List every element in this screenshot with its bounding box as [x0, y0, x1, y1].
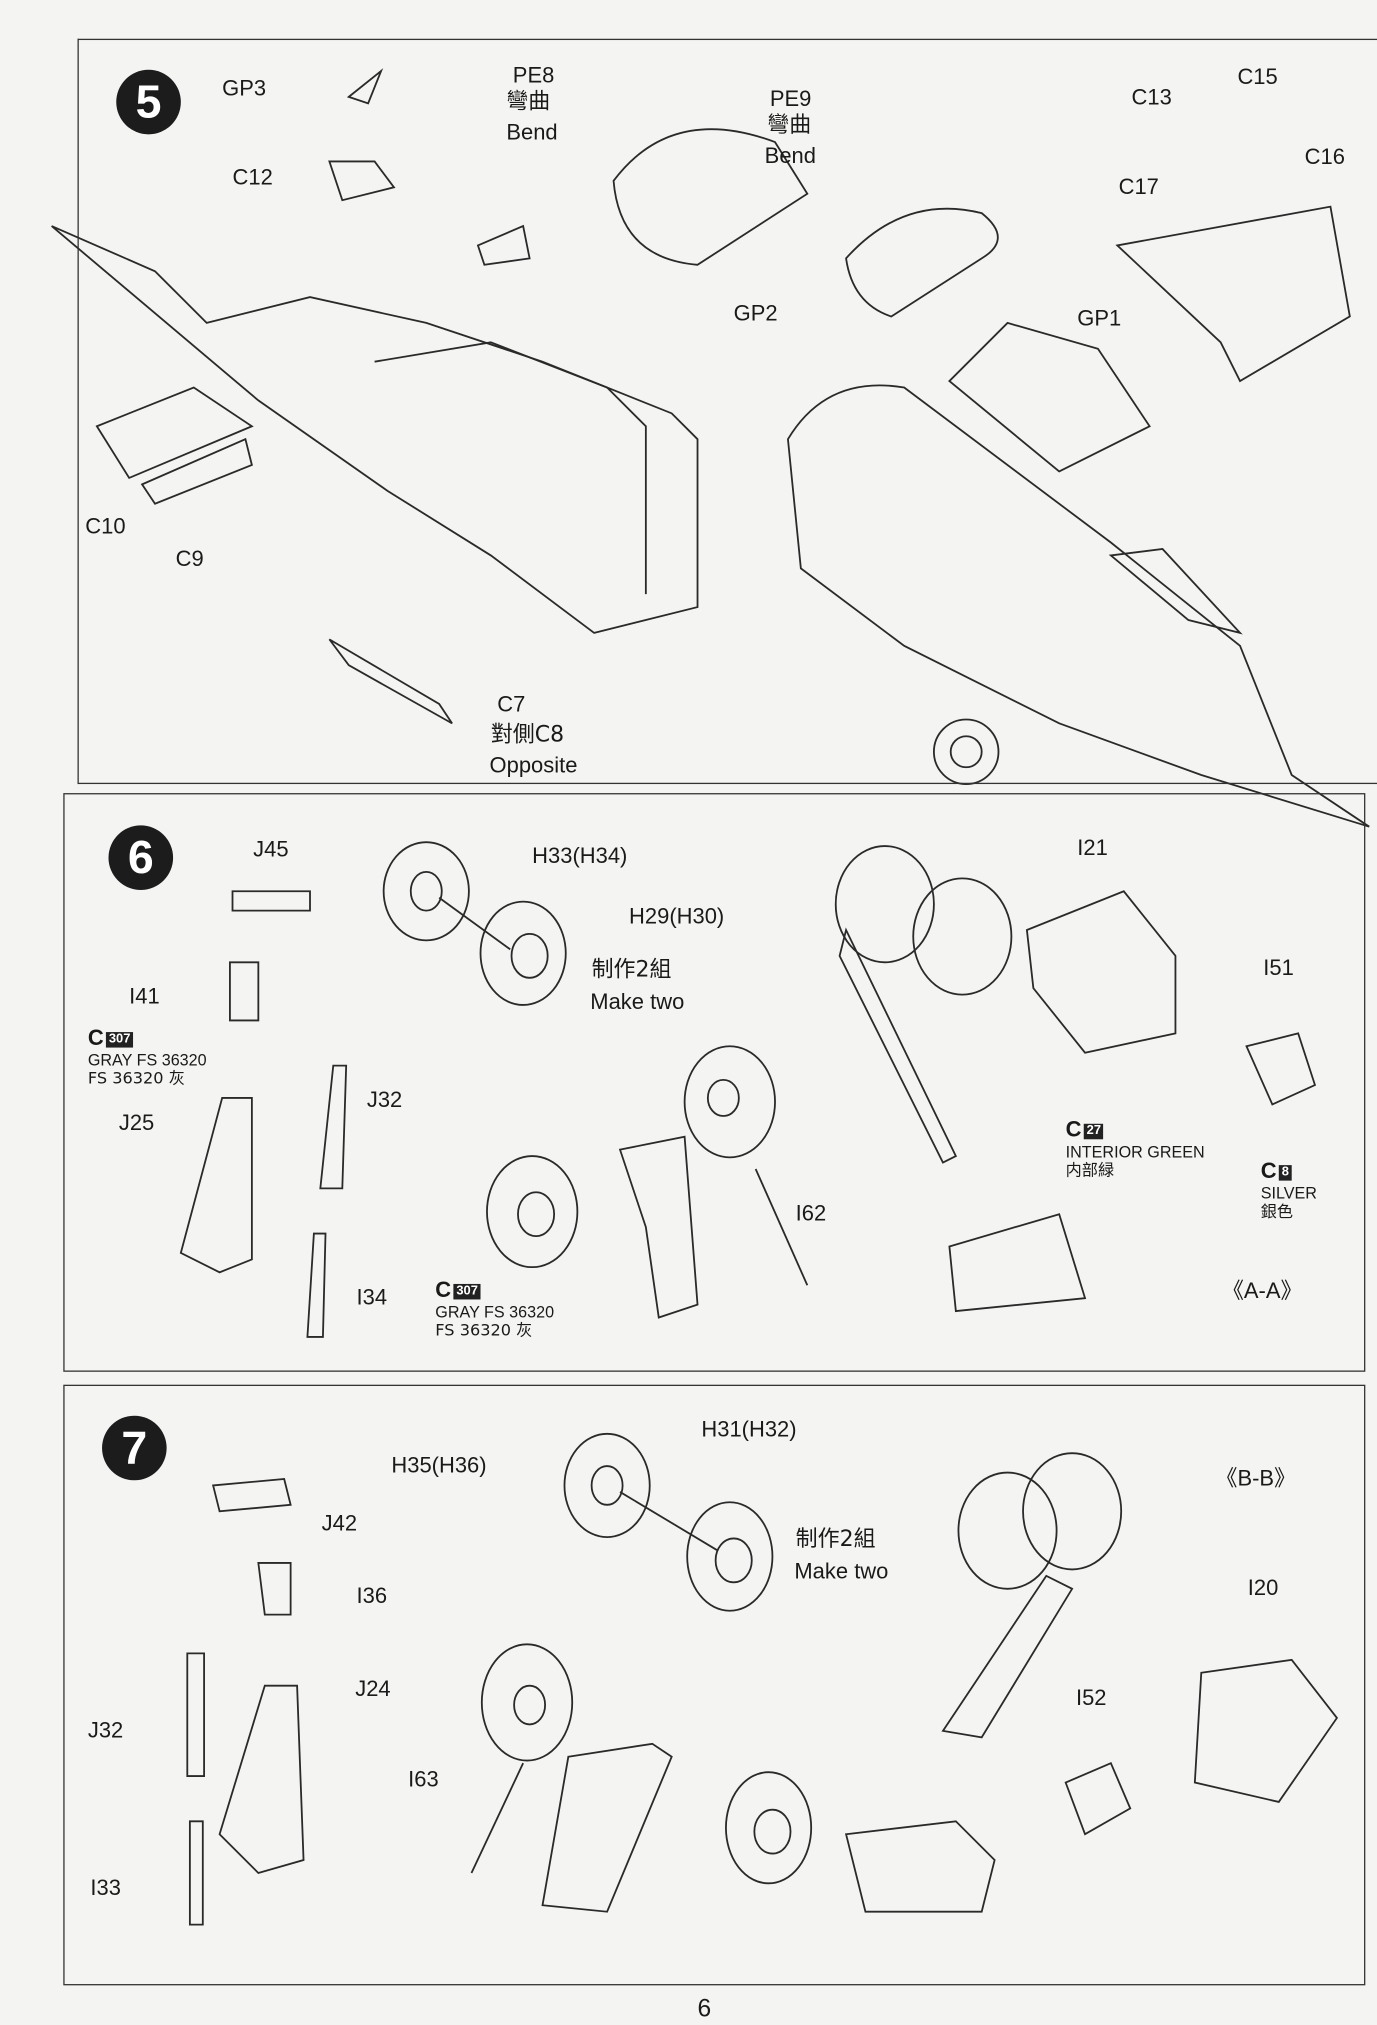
section-label-b-b: 《B-B》	[1215, 1466, 1297, 1491]
paint-prefix: C	[1065, 1117, 1082, 1142]
part-label-j45: J45	[253, 837, 289, 862]
part-label-h29: H29(H30)	[629, 904, 725, 929]
paint-name: SILVER	[1260, 1183, 1317, 1202]
paint-name-cn: FS 36320 灰	[435, 1320, 533, 1340]
paint-name: INTERIOR GREEN	[1065, 1142, 1205, 1161]
paint-prefix: C	[87, 1025, 104, 1051]
make-two-note-cn: 制作2組	[795, 1526, 876, 1553]
part-label-i62: I62	[795, 1201, 827, 1226]
part-label-i21: I21	[1077, 835, 1108, 861]
paint-prefix: C	[1260, 1158, 1277, 1184]
part-label-gp2: GP2	[733, 300, 778, 326]
opposite-note-cn: 對側C8	[490, 722, 565, 748]
paint-name-cn: FS 36320 灰	[87, 1068, 185, 1088]
part-label-i63: I63	[408, 1767, 439, 1792]
part-label-i33: I33	[90, 1875, 121, 1901]
part-label-i36: I36	[356, 1583, 388, 1609]
make-two-note: Make two	[794, 1559, 889, 1584]
part-label-i34: I34	[356, 1285, 388, 1310]
step-number-7: 7	[102, 1415, 167, 1481]
paint-code: 8	[1279, 1165, 1292, 1180]
paint-code: 307	[106, 1032, 134, 1047]
part-label-j32: J32	[87, 1717, 124, 1743]
opposite-note: Opposite	[489, 753, 578, 778]
part-label-i41: I41	[129, 984, 160, 1009]
fuselage-drawing-right	[787, 384, 1370, 828]
part-label-h35: H35(H36)	[391, 1453, 487, 1478]
part-label-i52: I52	[1075, 1685, 1107, 1711]
part-label-h33: H33(H34)	[532, 843, 628, 869]
nose-gear-parts-step6	[179, 841, 1317, 1338]
part-label-j42: J42	[321, 1511, 358, 1536]
part-label-j24: J24	[355, 1676, 391, 1702]
part-label-h31: H31(H32)	[701, 1416, 797, 1442]
part-label-pe9: PE9	[769, 86, 812, 112]
step-5-panel	[77, 38, 1377, 785]
part-label-gp3: GP3	[222, 76, 267, 101]
paint-name-cn: 内部緑	[1065, 1159, 1115, 1180]
paint-prefix: C	[435, 1277, 452, 1303]
page-number: 6	[697, 1995, 712, 2023]
part-label-c10: C10	[85, 514, 126, 539]
part-label-i20: I20	[1247, 1575, 1279, 1601]
part-label-j32: J32	[366, 1087, 403, 1113]
fuselage-drawing-left	[51, 68, 699, 725]
step-6-panel	[63, 793, 1366, 1372]
part-label-c17: C17	[1118, 174, 1159, 199]
bend-note-cn: 彎曲	[767, 112, 812, 139]
bend-note: Bend	[506, 120, 558, 145]
part-label-gp1: GP1	[1077, 306, 1122, 331]
paint-name: GRAY FS 36320	[435, 1302, 555, 1321]
paint-name-cn: 銀色	[1260, 1201, 1294, 1221]
paint-code: 307	[453, 1283, 481, 1299]
make-two-note-cn: 制作2組	[591, 957, 672, 983]
step-number-6: 6	[108, 825, 174, 890]
part-label-pe8: PE8	[512, 63, 555, 88]
paint-name: GRAY FS 36320	[87, 1050, 207, 1069]
part-label-j25: J25	[118, 1110, 155, 1136]
bend-note: Bend	[764, 143, 816, 168]
part-label-c7: C7	[497, 692, 526, 717]
part-label-i51: I51	[1263, 955, 1294, 981]
part-label-c9: C9	[175, 546, 204, 571]
step-7-panel	[63, 1384, 1366, 1986]
make-two-note: Make two	[590, 989, 685, 1014]
section-label-a-a: 《A-A》	[1221, 1278, 1303, 1304]
bend-note-cn: 彎曲	[506, 89, 551, 115]
part-label-c12: C12	[232, 165, 273, 190]
part-label-c15: C15	[1237, 64, 1278, 90]
paint-code: 27	[1084, 1123, 1104, 1139]
canopy-drawing	[612, 128, 1351, 473]
step-number-5: 5	[116, 69, 181, 135]
nose-gear-parts-step7	[186, 1432, 1339, 1926]
part-label-c13: C13	[1131, 85, 1172, 110]
part-label-c16: C16	[1304, 144, 1345, 170]
